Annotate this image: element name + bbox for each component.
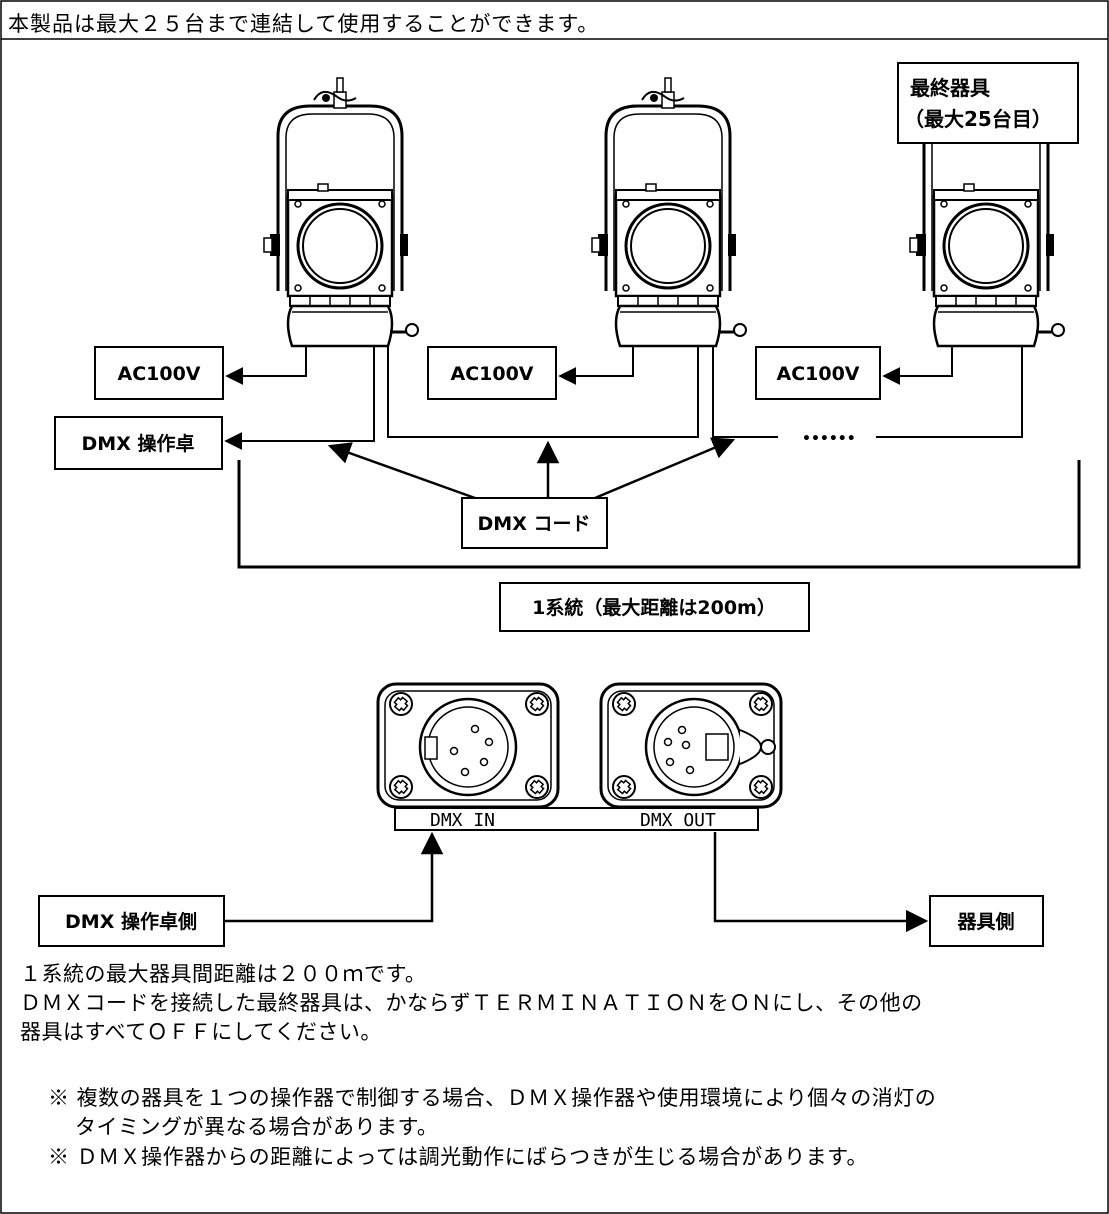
body-line-3: 器具はすべてＯＦＦにしてください。 [20, 1020, 382, 1044]
out-to-fixture-line [713, 832, 929, 933]
dmx-cord-label: DMX コード [478, 513, 591, 535]
cord-arrow-left [327, 442, 476, 500]
ac-line-2 [558, 347, 634, 385]
dmx-chain-3 [712, 347, 778, 438]
dmx-out-label: DMX OUT [640, 810, 716, 831]
last-fixture-box [897, 62, 1079, 144]
ac-label-2: AC100V [450, 363, 533, 385]
dmx-chain-2 [387, 347, 699, 438]
intro-text: 本製品は最大２５台まで連結して使用することができます。 [8, 12, 600, 36]
ac-line-1 [225, 347, 307, 385]
dmx-chain-4 [876, 347, 1023, 438]
dmx-out-connector [599, 682, 783, 809]
last-fixture-label-2: （最大25台目） [904, 107, 1052, 131]
continuation-dots: •••••• [802, 431, 856, 447]
console-to-in-line [225, 831, 444, 923]
dmx-chain-1 [224, 347, 375, 450]
fixture-side-box [929, 895, 1044, 947]
note-2: ※ ＤＭＸ操作器からの距離によっては調光動作にばらつきが生じる場合があります。 [48, 1145, 868, 1169]
ac-label-1: AC100V [117, 363, 200, 385]
ac-label-3: AC100V [776, 363, 859, 385]
system-box [499, 582, 810, 632]
console-side-label: DMX 操作卓側 [65, 910, 197, 933]
fixture-side-label: 器具側 [956, 911, 1014, 933]
body-line-1: １系統の最大器具間距離は２００ｍです。 [20, 962, 427, 986]
dmx-cord-box [461, 497, 608, 549]
dmx-in-connector [376, 682, 560, 809]
cord-arrow-right [594, 437, 736, 500]
dmx-console-box [54, 416, 223, 470]
port-label-strip [394, 807, 759, 831]
ac-box-3 [755, 346, 881, 400]
note-1-line-1: ※ 複数の器具を１つの操作器で制御する場合、ＤＭＸ操作器や使用環境により個々の消… [48, 1086, 937, 1110]
note-1-line-2: タイミングが異なる場合があります。 [75, 1115, 439, 1139]
ac-box-1 [94, 346, 224, 400]
console-side-box [38, 895, 225, 947]
last-fixture-label-1: 最終器具 [910, 76, 990, 100]
fixture-2 [590, 76, 748, 348]
dmx-console-label: DMX 操作卓 [82, 432, 195, 455]
fixture-1 [262, 76, 420, 348]
body-line-2: ＤＭＸコードを接続した最終器具は、かならずＴＥＲＭＩＮＡＴＩＯＮをＯＮにし、その… [20, 991, 923, 1015]
dmx-in-label: DMX IN [430, 810, 495, 831]
system-label: 1系統（最大距離は200m） [532, 596, 776, 619]
ac-box-2 [427, 346, 557, 400]
ac-line-3 [882, 347, 953, 385]
system-bracket [237, 460, 1081, 569]
